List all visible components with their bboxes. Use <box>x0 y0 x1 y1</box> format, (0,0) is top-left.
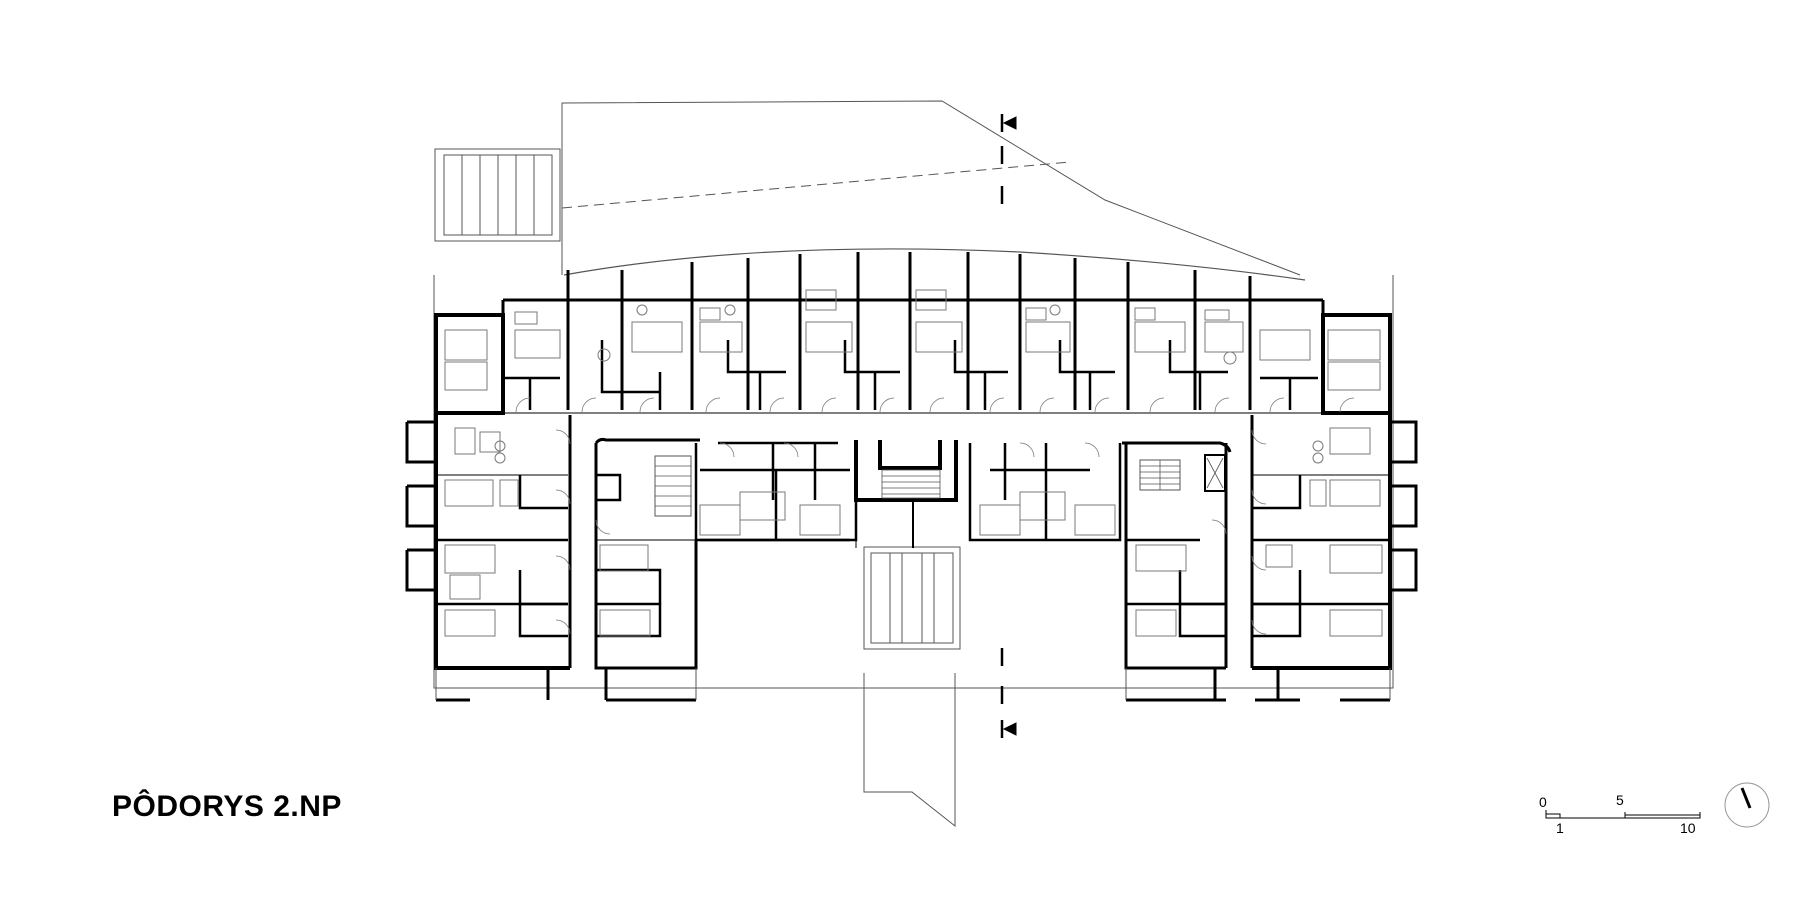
doors-wings <box>555 429 1267 635</box>
left-inner-wing <box>594 437 700 702</box>
site-outline <box>433 100 1394 828</box>
scale-label-0: 0 <box>1539 794 1547 810</box>
scale-bar <box>1545 810 1701 819</box>
center-suites <box>700 441 1232 542</box>
wing-outline <box>435 668 1391 700</box>
center-furniture <box>699 491 1116 536</box>
central-core <box>694 440 958 548</box>
section-cut-marker-icon <box>1000 114 1017 738</box>
scale-label-5: 5 <box>1616 792 1624 808</box>
top-room-row <box>434 252 1392 415</box>
right-wing <box>1250 413 1418 702</box>
left-wing <box>405 413 572 702</box>
grating-courtyard <box>863 546 961 650</box>
scale-label-10: 10 <box>1680 820 1696 836</box>
grating-top-left <box>434 148 561 242</box>
wing-furniture <box>444 427 1383 637</box>
doors-top <box>515 397 1355 413</box>
scale-label-1: 1 <box>1556 820 1564 836</box>
north-arrow-icon <box>1724 782 1770 828</box>
drawing-title: PÔDORYS 2.NP <box>112 790 342 823</box>
top-room-furniture <box>444 289 1381 391</box>
